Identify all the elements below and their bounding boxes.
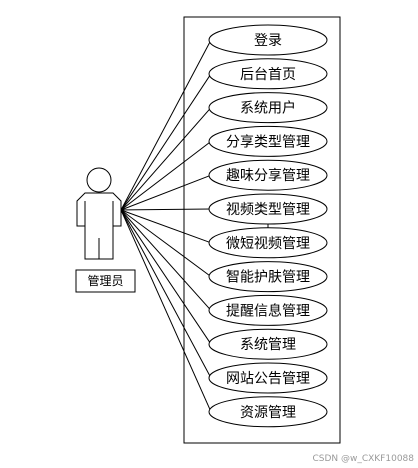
use-case-item: 系统管理 xyxy=(208,328,328,360)
watermark: CSDN @w_CXKF10088 xyxy=(312,454,414,464)
use-case-label: 系统管理 xyxy=(240,337,296,353)
use-case-item: 登录 xyxy=(208,24,328,56)
use-case-item: 智能护肤管理 xyxy=(208,261,328,293)
association-line xyxy=(120,209,212,345)
use-case-ellipse xyxy=(208,58,328,90)
association-lines xyxy=(120,39,212,413)
use-case-label: 网站公告管理 xyxy=(226,371,310,387)
use-case-item: 资源管理 xyxy=(208,396,328,428)
use-case-ellipse xyxy=(208,159,328,191)
use-case-item: 视频类型管理 xyxy=(208,193,328,225)
use-case-ellipse xyxy=(208,294,328,326)
system-boundary xyxy=(183,16,341,444)
actor xyxy=(76,167,122,260)
use-case-label: 趣味分享管理 xyxy=(226,167,310,184)
association-line xyxy=(120,107,212,211)
use-case-ellipse xyxy=(208,125,328,157)
use-case-label: 登录 xyxy=(254,33,282,49)
use-case-label: 后台首页 xyxy=(240,67,296,83)
use-case-label: 资源管理 xyxy=(240,405,296,421)
use-case-item: 分享类型管理 xyxy=(208,125,328,157)
association-line xyxy=(120,174,212,211)
association-line xyxy=(120,209,212,311)
actor-body-icon xyxy=(76,192,122,260)
use-case-ellipse xyxy=(208,328,328,360)
use-case-item: 提醒信息管理 xyxy=(208,294,328,326)
association-line xyxy=(120,209,212,379)
use-case-ellipse xyxy=(208,193,328,225)
use-case-list: 登录后台首页系统用户分享类型管理趣味分享管理视频类型管理微短视频管理智能护肤管理… xyxy=(208,24,328,428)
actor-label-frame xyxy=(75,269,136,293)
use-case-item: 微短视频管理 xyxy=(208,227,328,259)
use-case-item: 网站公告管理 xyxy=(208,362,328,394)
association-line xyxy=(120,73,212,211)
use-case-item: 后台首页 xyxy=(208,58,328,90)
actor-label-box: 管理员 xyxy=(75,269,136,293)
association-line xyxy=(120,209,212,278)
use-case-label: 提醒信息管理 xyxy=(226,302,310,319)
use-case-item: 系统用户 xyxy=(208,92,328,124)
association-line xyxy=(120,209,212,413)
use-case-label: 视频类型管理 xyxy=(226,202,310,218)
use-case-label: 系统用户 xyxy=(240,100,296,117)
use-case-ellipse xyxy=(208,24,328,56)
association-line xyxy=(120,208,212,211)
actor-label: 管理员 xyxy=(87,273,123,288)
use-case-ellipse xyxy=(208,227,328,259)
association-line xyxy=(120,141,212,211)
use-case-label: 智能护肤管理 xyxy=(226,270,310,286)
use-case-ellipse xyxy=(208,396,328,428)
association-line xyxy=(120,39,212,211)
actor-head-icon xyxy=(86,167,112,193)
use-case-ellipse xyxy=(208,92,328,124)
use-case-label: 分享类型管理 xyxy=(226,133,310,150)
use-case-item: 趣味分享管理 xyxy=(208,159,328,191)
use-case-label: 微短视频管理 xyxy=(226,236,310,252)
association-line xyxy=(120,209,212,244)
use-case-ellipse xyxy=(208,362,328,394)
use-case-ellipse xyxy=(208,261,328,293)
